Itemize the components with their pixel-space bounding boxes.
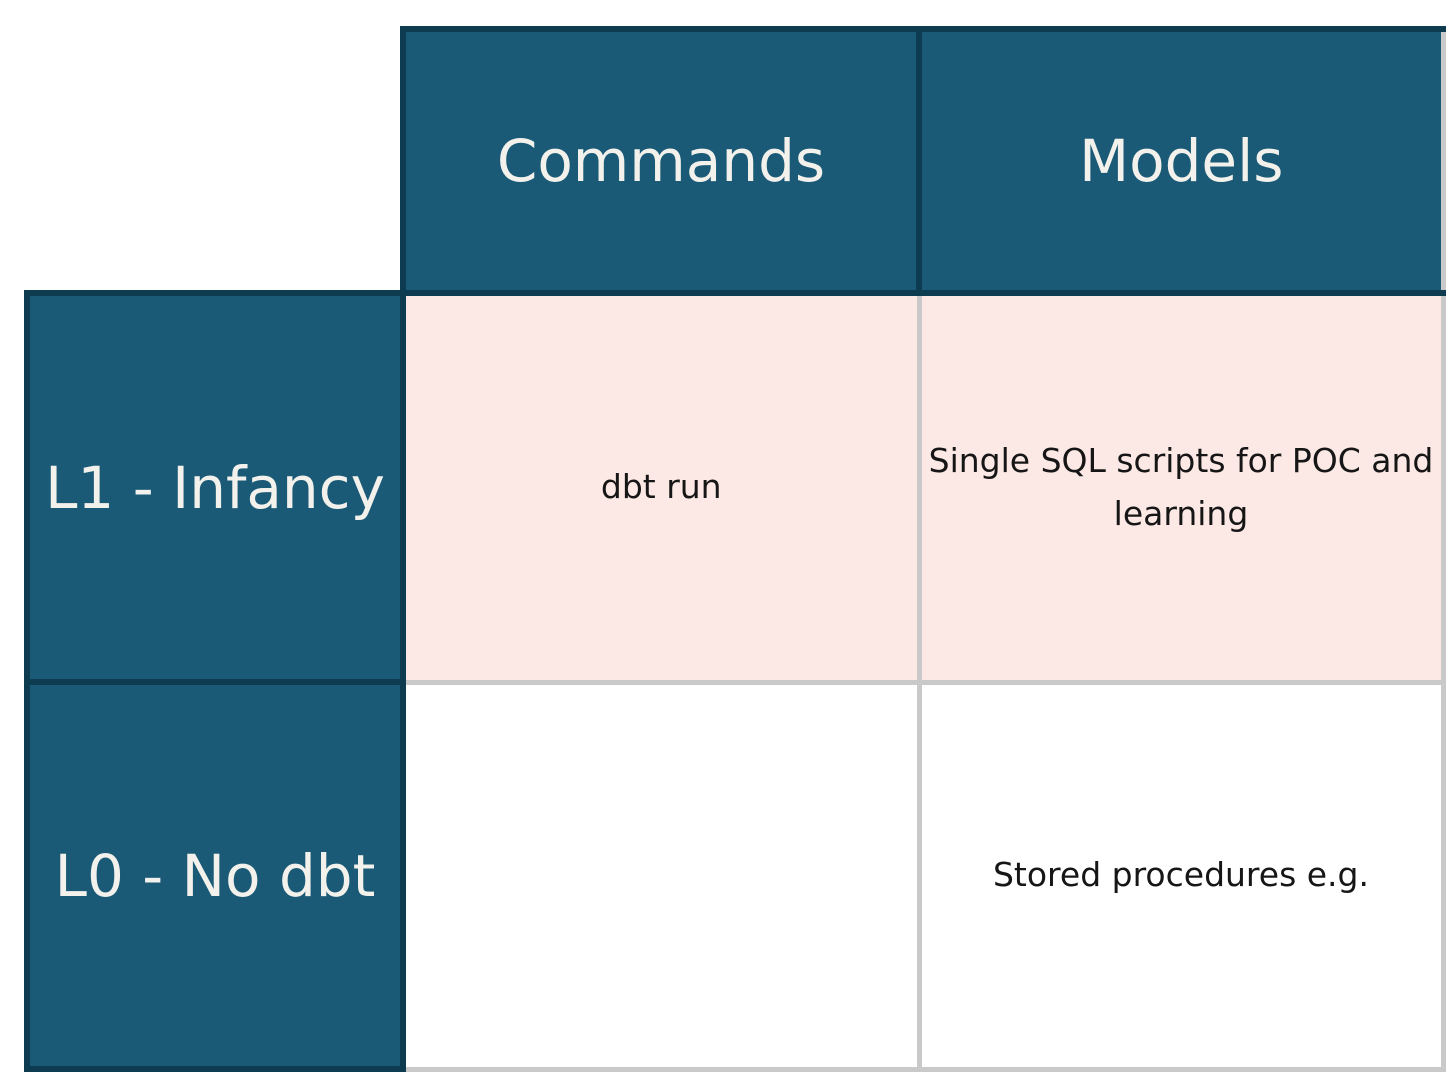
row-header-l0-no-dbt: L0 - No dbt [24, 679, 406, 1072]
table-header-row: Commands Models [27, 26, 1446, 296]
cell-l1-commands: dbt run [400, 290, 922, 685]
cell-l1-models: Single SQL scripts for POC and learning [916, 290, 1446, 685]
cell-l0-models: Stored procedures e.g. [916, 679, 1446, 1072]
table-row-l1-infancy: L1 - Infancy dbt run Single SQL scripts … [24, 290, 1446, 685]
dbt-maturity-table: Commands Models L1 - Infancy dbt run Sin… [24, 26, 1446, 1072]
table-row-l0-no-dbt: L0 - No dbt Stored procedures e.g. [24, 679, 1446, 1072]
row-header-l1-infancy: L1 - Infancy [24, 290, 406, 685]
column-header-commands: Commands [400, 26, 922, 296]
cell-l0-commands [400, 679, 922, 1072]
corner-cell [27, 29, 403, 293]
column-header-models: Models [916, 26, 1446, 296]
